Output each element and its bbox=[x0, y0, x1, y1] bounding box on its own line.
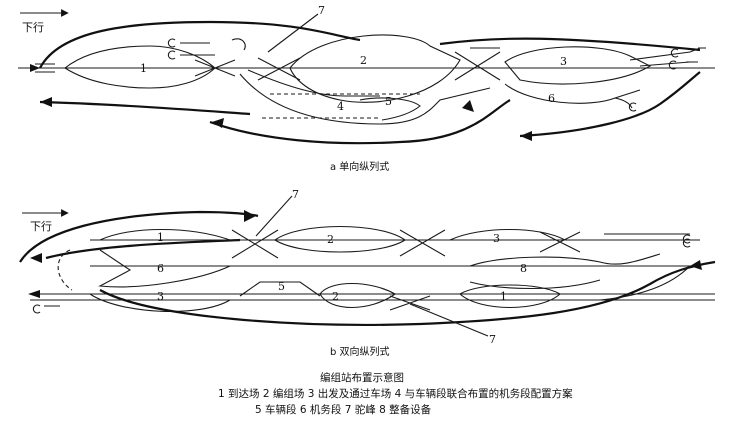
yard-3-left bbox=[89, 293, 231, 313]
yard-2-bottom-label: 2 bbox=[332, 290, 339, 303]
caption-a: a 单向纵列式 bbox=[330, 160, 389, 173]
yard-6-label: 6 bbox=[548, 92, 555, 105]
hump-pointer bbox=[267, 13, 319, 53]
legend-line-1: 1 到达场 2 编组场 3 出发及通过车场 4 与车辆段联合布置的机务段配置方案 bbox=[218, 387, 573, 400]
hump-pointer-top bbox=[255, 195, 293, 237]
yard-5-label: 5 bbox=[385, 95, 392, 108]
yard-1-top-label: 1 bbox=[157, 231, 164, 244]
yard-3-label: 3 bbox=[560, 55, 567, 68]
yard-1-bottom-label: 1 bbox=[500, 290, 507, 303]
yard-1-top bbox=[99, 228, 231, 241]
hump-pointer-bottom bbox=[409, 303, 489, 337]
legend: 编组站布置示意图 1 到达场 2 编组场 3 出发及通过车场 4 与车辆段联合布… bbox=[218, 371, 573, 416]
legend-line-2: 5 车辆段 6 机务段 7 驼峰 8 整备设备 bbox=[255, 403, 432, 416]
caption-b: b 双向纵列式 bbox=[330, 345, 390, 358]
yard-2-top-label: 2 bbox=[327, 233, 334, 246]
yard-5-b bbox=[239, 281, 321, 297]
yard-2 bbox=[289, 34, 461, 103]
yard-3-right-label: 3 bbox=[493, 232, 500, 245]
upper-bypass-b bbox=[19, 210, 259, 263]
direction-label: 下行 bbox=[22, 21, 44, 34]
legend-title: 编组站布置示意图 bbox=[320, 371, 404, 384]
yard-6 bbox=[98, 249, 231, 288]
direction-label-b: 下行 bbox=[30, 220, 52, 233]
yard-8 bbox=[469, 253, 661, 267]
yard-2-label: 2 bbox=[360, 54, 367, 67]
yard-8-label: 8 bbox=[520, 262, 527, 275]
yard-5 bbox=[359, 97, 421, 121]
upper-bypass bbox=[39, 20, 361, 69]
yard-3-left-label: 3 bbox=[157, 290, 164, 303]
hump-pointer-top-label: 7 bbox=[292, 188, 299, 201]
hump-pointer-label: 7 bbox=[318, 4, 325, 17]
yard-4-label: 4 bbox=[337, 100, 344, 113]
yard-3 bbox=[504, 46, 652, 85]
yard-2-top bbox=[274, 225, 406, 253]
diagram-a: 下行 1 2 3 6 4 5 bbox=[18, 4, 715, 173]
yard-3-right bbox=[449, 228, 566, 241]
diagram-b: 下行 1 6 3 2 3 8 5 bbox=[19, 188, 716, 358]
yard-6-label: 6 bbox=[157, 262, 164, 275]
yard-1-label: 1 bbox=[140, 62, 147, 75]
yard-1-bottom bbox=[459, 284, 561, 308]
yard-5-b-label: 5 bbox=[278, 280, 285, 293]
hump-pointer-bottom-label: 7 bbox=[489, 333, 496, 346]
yard-2-bottom bbox=[319, 282, 397, 309]
